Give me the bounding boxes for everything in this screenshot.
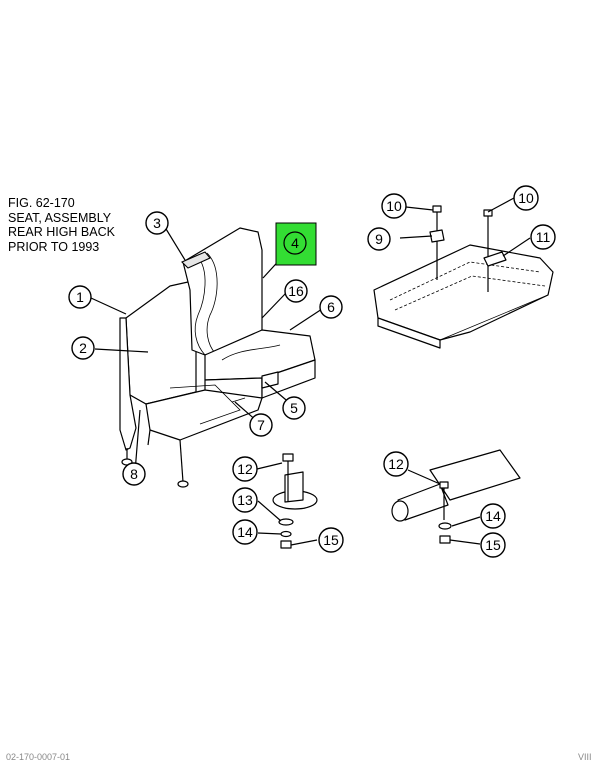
callout-13: 13: [232, 487, 258, 513]
hinge-bracket-drawing: [391, 449, 521, 544]
callout-9: 9: [367, 227, 391, 251]
callout-11: 11: [530, 224, 556, 250]
figure-title-line-1: SEAT, ASSEMBLY: [8, 210, 112, 225]
callout-2: 2: [71, 336, 95, 360]
footer-code: 02-170-0007-01: [6, 752, 71, 762]
svg-text:14: 14: [485, 508, 501, 524]
callout-16: 16: [284, 279, 308, 303]
svg-text:4: 4: [291, 235, 299, 251]
svg-text:15: 15: [485, 537, 501, 553]
svg-text:16: 16: [288, 283, 304, 299]
callout-10-right: 10: [513, 185, 539, 211]
svg-text:15: 15: [323, 532, 339, 548]
callout-15-right: 15: [480, 532, 506, 558]
figure-title-line-2: REAR HIGH BACK: [8, 225, 115, 239]
callout-15-center: 15: [318, 527, 344, 553]
svg-text:10: 10: [386, 198, 402, 214]
svg-text:14: 14: [237, 524, 253, 540]
callout-7: 7: [249, 413, 273, 437]
callout-6: 6: [319, 295, 343, 319]
footer-page: VIII: [578, 752, 592, 762]
figure-title-line-3: PRIOR TO 1993: [8, 239, 100, 254]
callout-4-highlighted: 4: [275, 222, 317, 266]
callout-5: 5: [282, 396, 306, 420]
svg-text:3: 3: [153, 215, 161, 231]
callout-10-left: 10: [381, 193, 407, 219]
svg-text:10: 10: [518, 190, 534, 206]
leader-lines: [90, 197, 531, 546]
seat-assembly-drawing: [119, 227, 316, 488]
figure-number: FIG. 62-170: [8, 196, 75, 210]
figure-caption: FIG. 62-170 SEAT, ASSEMBLY REAR HIGH BAC…: [8, 196, 115, 254]
svg-text:12: 12: [237, 461, 253, 477]
svg-text:7: 7: [257, 417, 265, 433]
svg-text:12: 12: [388, 456, 404, 472]
svg-text:9: 9: [375, 231, 383, 247]
callout-3: 3: [145, 211, 169, 235]
svg-text:8: 8: [130, 466, 138, 482]
svg-text:6: 6: [327, 299, 335, 315]
callout-12-right: 12: [383, 451, 409, 477]
svg-text:2: 2: [79, 340, 87, 356]
svg-text:11: 11: [536, 229, 551, 245]
callout-8: 8: [122, 462, 146, 486]
callout-12-center: 12: [232, 456, 258, 482]
callout-1: 1: [68, 285, 92, 309]
svg-text:1: 1: [76, 289, 84, 305]
upper-right-cushion-drawing: [373, 205, 554, 349]
callout-14-right: 14: [480, 503, 506, 529]
svg-text:5: 5: [290, 400, 298, 416]
svg-text:13: 13: [237, 492, 253, 508]
callout-14-center: 14: [232, 519, 258, 545]
